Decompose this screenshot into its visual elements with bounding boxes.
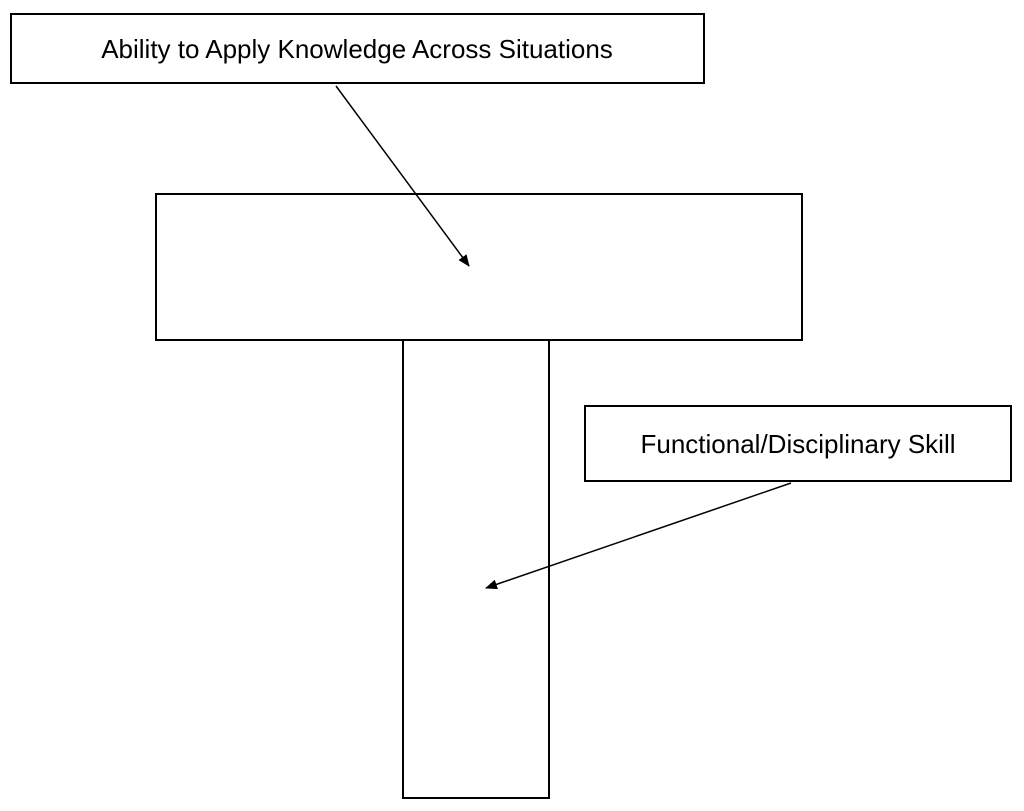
arrow-top-to-bar xyxy=(335,85,470,267)
top-label-text: Ability to Apply Knowledge Across Situat… xyxy=(101,34,613,64)
side-label-frame xyxy=(584,405,1012,482)
arrow-side-to-stem xyxy=(485,482,792,590)
side-label-box: Functional/Disciplinary Skill xyxy=(584,405,1012,482)
side-label-text: Functional/Disciplinary Skill xyxy=(641,429,956,459)
t-vertical-stem xyxy=(402,339,550,799)
top-label-frame xyxy=(10,13,705,84)
top-label-box: Ability to Apply Knowledge Across Situat… xyxy=(10,13,705,84)
t-horizontal-bar xyxy=(155,193,803,341)
